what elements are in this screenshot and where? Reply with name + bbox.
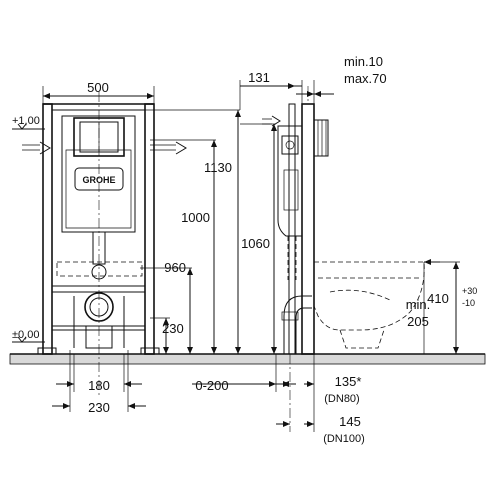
floor-band	[9, 353, 486, 365]
brand-label: GROHE	[82, 175, 115, 185]
wc-bowl-inner	[329, 289, 391, 301]
label-410: 410	[427, 291, 449, 306]
waste-collar	[281, 311, 299, 321]
label-min10: min.10	[344, 54, 383, 69]
level-zero-marker	[17, 336, 27, 343]
wc-bowl-outline	[313, 261, 425, 331]
cistern-inner	[65, 149, 132, 229]
label-level-zero: ±0,00	[12, 329, 39, 341]
frame-foot-right	[140, 347, 160, 355]
lower-bracket	[51, 325, 146, 331]
cistern-side	[277, 125, 303, 237]
wall-section	[301, 103, 315, 355]
water-inlet-right-arrow	[175, 141, 187, 155]
label-145: 145	[339, 414, 361, 429]
water-inlet-right-lines	[150, 144, 176, 151]
cistern-tank-side	[283, 169, 299, 211]
frame-post-left	[42, 103, 53, 355]
side-inlet-arrow	[271, 115, 281, 127]
label-tol-minus: -10	[462, 298, 475, 308]
label-dn80: (DN80)	[324, 393, 359, 405]
label-max70: max.70	[344, 71, 387, 86]
label-135: 135*	[335, 374, 362, 389]
side-view: 131 min.10 max.70 410 +30 -10 min. 205 0…	[192, 54, 477, 445]
label-1130: 1130	[204, 160, 232, 175]
waste-bend-outer	[283, 295, 312, 354]
valve-knob	[285, 140, 295, 150]
water-inlet-arrow	[39, 141, 51, 155]
label-230-height: 230	[162, 321, 184, 336]
front-view: GROHE 500 +1,00 ±0,00	[12, 80, 187, 415]
label-500: 500	[87, 80, 109, 95]
label-960: 960	[164, 260, 186, 275]
frame-crossbar	[51, 285, 146, 293]
water-inlet-lines	[22, 144, 40, 151]
wc-foot	[339, 329, 385, 349]
frame-post-right	[144, 103, 155, 355]
label-dn100: (DN100)	[323, 433, 365, 445]
side-flush-pipe	[287, 236, 297, 280]
label-tol-plus: +30	[462, 286, 477, 296]
flush-plate-side	[313, 119, 329, 157]
frame-side-post	[288, 103, 296, 355]
label-205: 205	[407, 314, 429, 329]
label-180: 180	[88, 378, 110, 393]
bowl-outline-front	[56, 261, 143, 277]
label-1060: 1060	[241, 236, 270, 251]
side-inlet-lines	[262, 118, 272, 125]
label-level-plus: +1,00	[12, 115, 40, 127]
label-131: 131	[248, 70, 270, 85]
label-min: min.	[406, 297, 431, 312]
valve-box	[281, 135, 299, 155]
frame-foot-left	[37, 347, 57, 355]
level-plus-marker	[17, 123, 27, 130]
cistern-body	[61, 115, 136, 233]
height-dimensions: 1130 1000 960 230 1060	[124, 109, 277, 354]
label-0200: 0-200	[195, 378, 228, 393]
waste-bend-inner	[295, 307, 312, 354]
label-230-width: 230	[88, 400, 110, 415]
label-1000: 1000	[181, 210, 210, 225]
